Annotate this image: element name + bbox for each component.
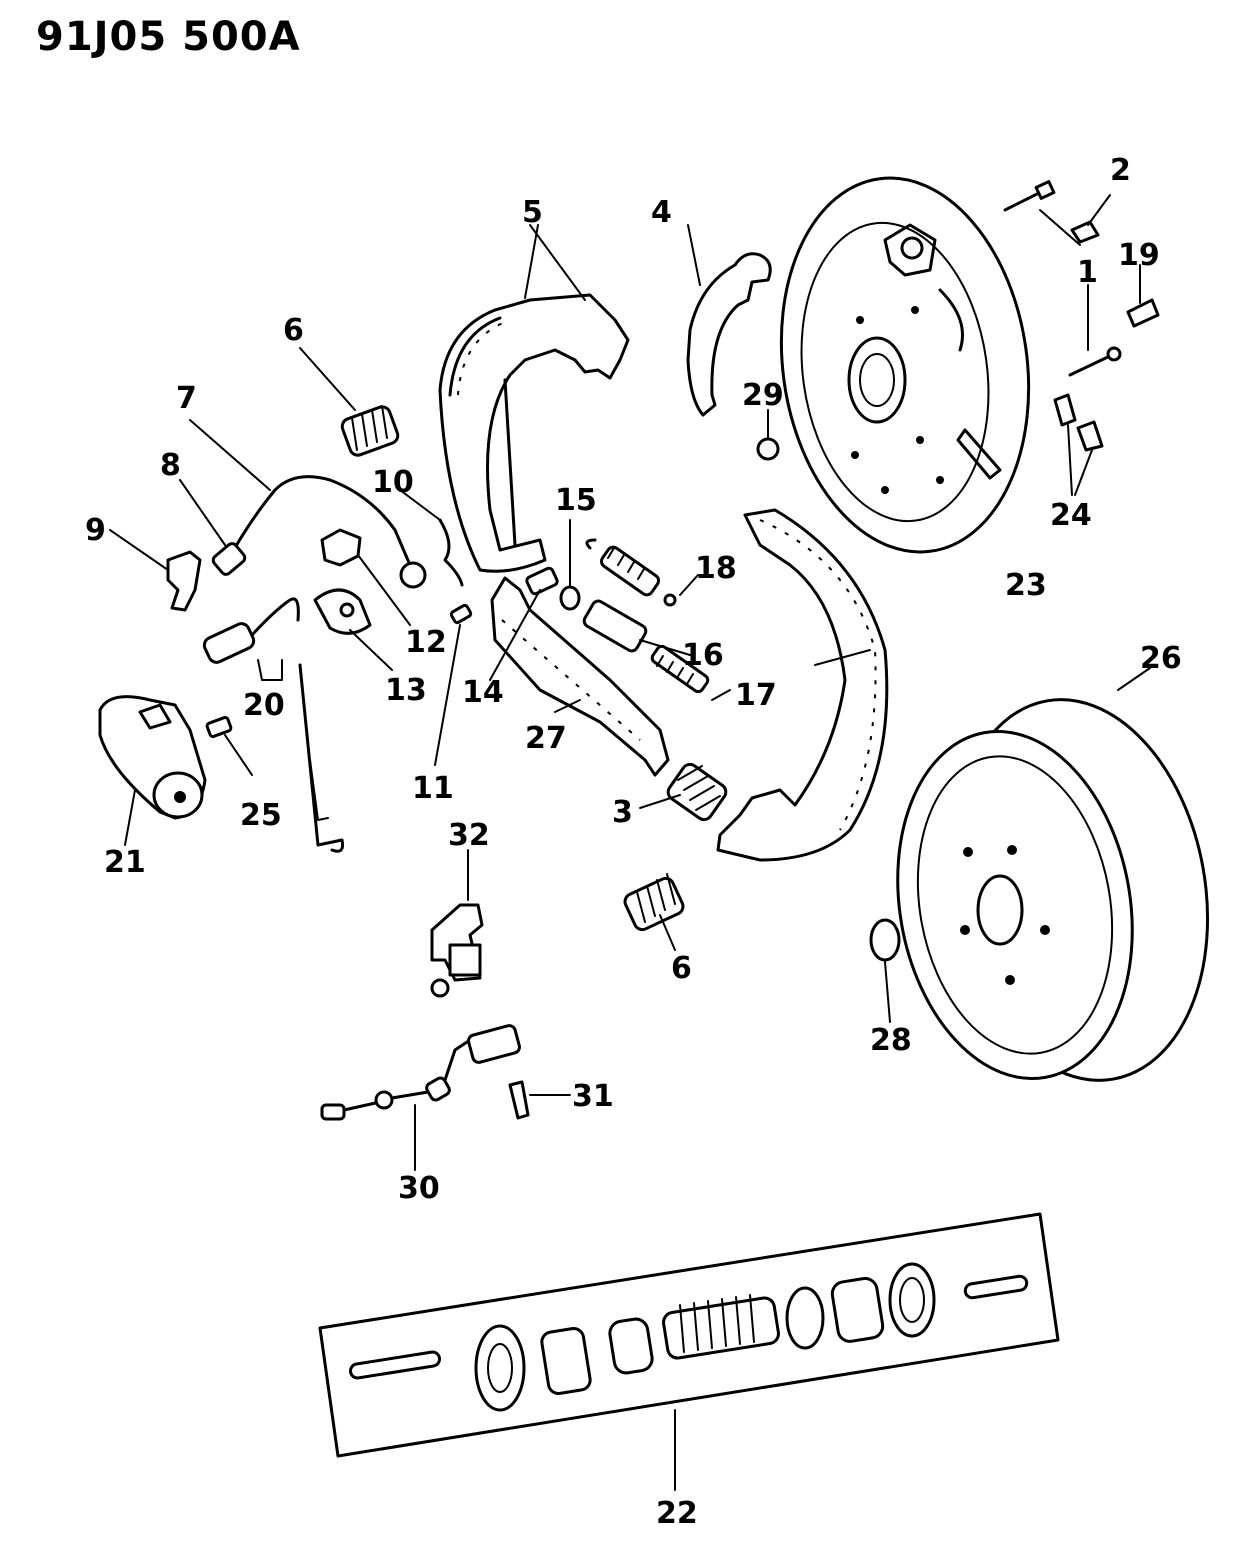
- retainer-clips: [1053, 393, 1104, 496]
- hold-down-spring-bottom: [623, 873, 685, 951]
- callout-19: 19: [1118, 238, 1160, 273]
- callout-27: 27: [525, 721, 567, 756]
- bolt-parts: [1003, 180, 1122, 377]
- callout-14: 14: [462, 675, 504, 710]
- callout-28: 28: [870, 1023, 912, 1058]
- callout-5: 5: [522, 195, 543, 230]
- bleeder-part: [205, 716, 253, 776]
- cylinder-kit-panel: [318, 1212, 1060, 1491]
- callout-16: 16: [682, 638, 724, 673]
- guide-part: [320, 528, 411, 626]
- adjuster-lever: [490, 576, 670, 777]
- callout-8: 8: [160, 448, 181, 483]
- callout-30: 30: [398, 1171, 440, 1206]
- callout-4: 4: [651, 195, 672, 230]
- nut-part: [756, 409, 780, 461]
- parking-lever: [686, 224, 772, 417]
- callout-11: 11: [412, 771, 454, 806]
- sensor-bolt: [508, 1080, 571, 1120]
- callout-3: 3: [612, 795, 633, 830]
- callout-22: 22: [656, 1496, 698, 1531]
- callout-25: 25: [240, 798, 282, 833]
- callout-6-bottom: 6: [671, 951, 692, 986]
- parking-cable: [202, 597, 344, 853]
- drum-plug: [869, 918, 901, 1023]
- brake-shoe-lower: [716, 508, 889, 862]
- sensor-wire: [320, 1024, 521, 1171]
- adjuster-spring: [639, 762, 728, 822]
- callout-10: 10: [372, 465, 414, 500]
- callout-31: 31: [572, 1079, 614, 1114]
- return-spring: [585, 538, 699, 607]
- hold-down-spring-top: [299, 347, 400, 457]
- backing-plate: [779, 176, 1031, 554]
- callout-23: 23: [1005, 568, 1047, 603]
- pin-part: [434, 603, 473, 766]
- callout-13: 13: [385, 673, 427, 708]
- callout-17: 17: [735, 678, 777, 713]
- brake-shoe-upper: [438, 224, 630, 573]
- callout-1: 1: [1077, 255, 1098, 290]
- wheel-cylinder: [98, 695, 207, 846]
- callout-20: 20: [243, 688, 285, 723]
- small-spring: [179, 479, 247, 576]
- screw-part: [1126, 264, 1160, 328]
- callout-7: 7: [176, 381, 197, 416]
- washer-part: [559, 519, 581, 611]
- brake-drum: [896, 667, 1210, 1082]
- callout-26: 26: [1140, 641, 1182, 676]
- sensor-bracket: [430, 849, 484, 998]
- cable-part: [189, 419, 427, 589]
- adjuster-screw: [650, 644, 731, 701]
- callout-24: 24: [1050, 498, 1092, 533]
- callout-6-top: 6: [283, 313, 304, 348]
- callout-9: 9: [85, 513, 106, 548]
- adjuster-socket: [489, 566, 559, 681]
- callout-29: 29: [742, 378, 784, 413]
- callout-12: 12: [405, 625, 447, 660]
- drawing-code: 91J05 500A: [36, 14, 301, 60]
- callout-32: 32: [448, 818, 490, 853]
- callout-15: 15: [555, 483, 597, 518]
- callout-18: 18: [695, 551, 737, 586]
- callout-2: 2: [1110, 153, 1131, 188]
- clip-part: [1070, 194, 1111, 244]
- bracket-part: [109, 529, 202, 612]
- spring-clip: [399, 489, 464, 587]
- callout-21: 21: [104, 845, 146, 880]
- plate-part: [313, 588, 393, 671]
- adjuster-pivot: [582, 599, 691, 656]
